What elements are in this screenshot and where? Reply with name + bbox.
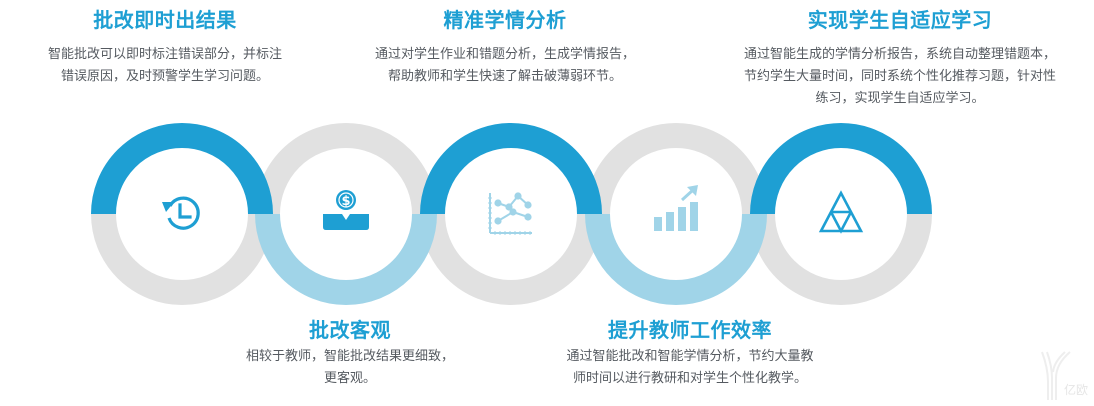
- bar-chart-growth-icon: [654, 185, 698, 231]
- desc-line: 师时间以进行教研和对学生个性化教学。: [572, 371, 807, 386]
- watermark-text: 亿欧: [1064, 382, 1088, 397]
- step-3-title: 精准学情分析: [443, 8, 567, 32]
- dollar-user-icon: $: [323, 190, 369, 230]
- desc-line: 错误原因，及时预警学生学习问题。: [60, 69, 269, 84]
- line-chart-icon: [488, 192, 532, 235]
- step-4-desc: 通过智能批改和智能学情分析，节约大量教 师时间以进行教研和对学生个性化教学。: [530, 346, 850, 390]
- step-4-block: 提升教师工作效率 通过智能批改和智能学情分析，节约大量教 师时间以进行教研和对学…: [530, 318, 850, 390]
- desc-line: 节约学生大量时间，同时系统个性化推荐习题，针对性: [743, 69, 1056, 84]
- desc-line: 帮助教师和学生快速了解击破薄弱环节。: [387, 69, 622, 84]
- ring-3-bottom: [420, 213, 602, 305]
- watermark-logo: 亿欧: [1040, 348, 1094, 402]
- ring-5-bottom: [750, 213, 932, 305]
- step-3-block: 精准学情分析 通过对学生作业和错题分析，生成学情报告， 帮助教师和学生快速了解击…: [345, 8, 665, 88]
- desc-line: 通过智能批改和智能学情分析，节约大量教: [566, 349, 814, 364]
- desc-line: 通过智能生成的学情分析报告，系统自动整理错题本，: [743, 47, 1056, 62]
- ring-1-top: [91, 123, 273, 215]
- step-2-desc: 相较于教师，智能批改结果更细致， 更客观。: [200, 346, 500, 390]
- ring-3-top: [420, 123, 602, 215]
- step-2-title: 批改客观: [309, 318, 391, 342]
- desc-line: 更客观。: [323, 371, 376, 386]
- step-1-desc: 智能批改可以即时标注错误部分，并标注 错误原因，及时预警学生学习问题。: [0, 44, 330, 88]
- step-1-block: 批改即时出结果 智能批改可以即时标注错误部分，并标注 错误原因，及时预警学生学习…: [0, 8, 330, 88]
- ring-4-bottom: [585, 213, 767, 305]
- ring-2: [255, 123, 437, 215]
- step-5-block: 实现学生自适应学习 通过智能生成的学情分析报告，系统自动整理错题本， 节约学生大…: [700, 8, 1094, 110]
- desc-line: 相较于教师，智能批改结果更细致，: [245, 349, 454, 364]
- step-2-block: 批改客观 相较于教师，智能批改结果更细致， 更客观。: [200, 318, 500, 390]
- desc-line: 通过对学生作业和错题分析，生成学情报告，: [374, 47, 635, 62]
- triangle-pyramid-icon: [818, 190, 864, 234]
- step-3-desc: 通过对学生作业和错题分析，生成学情报告， 帮助教师和学生快速了解击破薄弱环节。: [345, 44, 665, 88]
- step-4-title: 提升教师工作效率: [608, 318, 772, 342]
- svg-text:$: $: [341, 194, 350, 209]
- ring-4: [585, 123, 767, 215]
- ring-1-bottom: [91, 213, 273, 305]
- desc-line: 智能批改可以即时标注错误部分，并标注: [47, 47, 282, 62]
- step-5-title: 实现学生自适应学习: [807, 8, 993, 32]
- history-clock-icon: [162, 196, 200, 230]
- step-1-title: 批改即时出结果: [93, 8, 237, 32]
- desc-line: 练习，实现学生自适应学习。: [815, 91, 985, 106]
- step-5-desc: 通过智能生成的学情分析报告，系统自动整理错题本， 节约学生大量时间，同时系统个性…: [700, 44, 1094, 110]
- ring-2-bottom: [255, 213, 437, 305]
- yiou-logo-icon: 亿欧: [1041, 351, 1088, 400]
- ring-5-top: [750, 123, 932, 215]
